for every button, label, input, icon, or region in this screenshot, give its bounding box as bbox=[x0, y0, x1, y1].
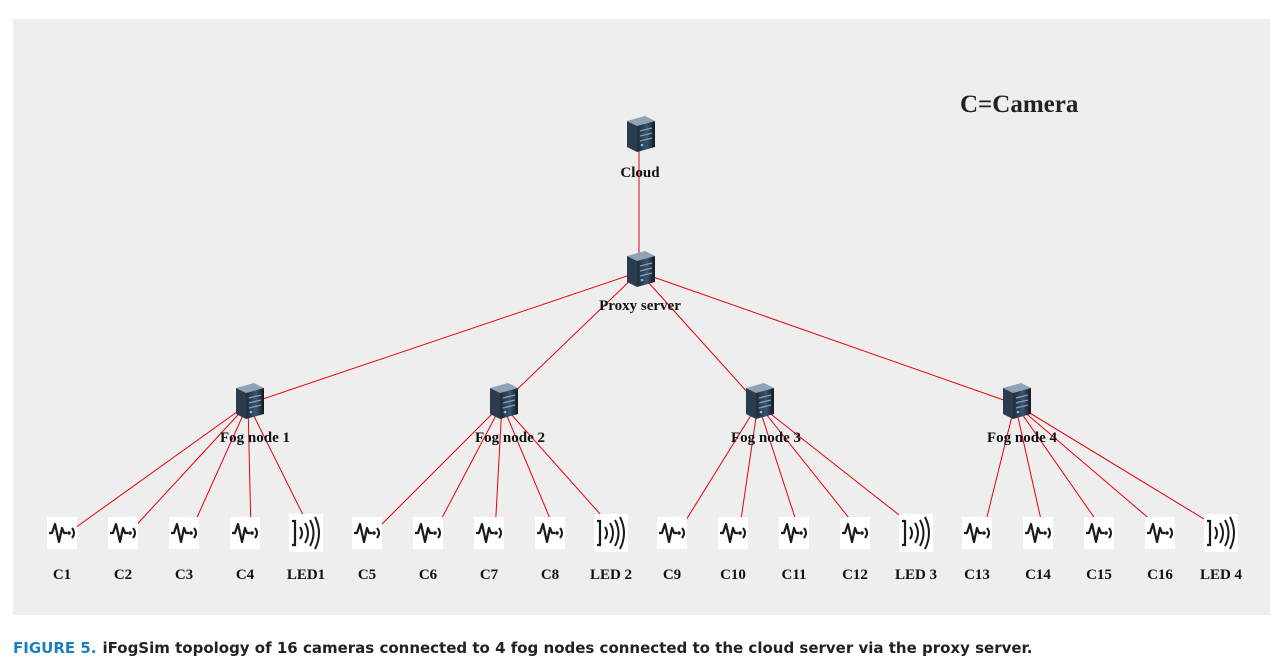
link-fog-1-device-1 bbox=[67, 403, 249, 534]
link-fog-1-device-2 bbox=[128, 403, 249, 534]
server-icon bbox=[626, 250, 656, 288]
link-proxy-fog-3 bbox=[638, 271, 759, 405]
camera-sensor-icon bbox=[228, 515, 262, 551]
link-fog-2-device-3 bbox=[494, 403, 503, 534]
fog-node-3-label: Fog node 3 bbox=[731, 430, 801, 446]
icon-layer bbox=[45, 115, 1240, 554]
device-label-c9: C9 bbox=[663, 567, 681, 583]
link-fog-4-device-2 bbox=[1014, 403, 1045, 534]
server-icon bbox=[235, 382, 265, 420]
camera-sensor-icon bbox=[350, 515, 384, 551]
camera-sensor-icon bbox=[45, 515, 79, 551]
camera-sensor-icon bbox=[106, 515, 140, 551]
link-proxy-fog-2 bbox=[501, 271, 640, 405]
camera-sensor-icon bbox=[838, 515, 872, 551]
led-actuator-icon bbox=[897, 512, 935, 554]
figure-caption-text: iFogSim topology of 16 cameras connected… bbox=[102, 639, 1033, 657]
camera-sensor-icon bbox=[777, 515, 811, 551]
server-icon bbox=[745, 382, 775, 420]
link-fog-1-device-4 bbox=[247, 403, 252, 534]
server-icon bbox=[626, 115, 656, 153]
device-label-c2: C2 bbox=[114, 567, 132, 583]
device-label-c5: C5 bbox=[358, 567, 376, 583]
device-label-c1: C1 bbox=[53, 567, 71, 583]
device-label-c6: C6 bbox=[419, 567, 438, 583]
device-label-c3: C3 bbox=[175, 567, 193, 583]
cloud-label: Cloud bbox=[620, 165, 660, 181]
camera-sensor-icon bbox=[167, 515, 201, 551]
link-fog-3-device-2 bbox=[738, 403, 759, 534]
link-proxy-fog-1 bbox=[247, 271, 640, 405]
camera-sensor-icon bbox=[411, 515, 445, 551]
device-label-led3: LED 3 bbox=[895, 567, 937, 583]
link-fog-1-device-5 bbox=[247, 403, 313, 534]
link-layer bbox=[67, 149, 1228, 534]
camera-sensor-icon bbox=[1082, 515, 1116, 551]
camera-sensor-icon bbox=[533, 515, 567, 551]
device-label-c15: C15 bbox=[1086, 567, 1112, 583]
fog-node-2-label: Fog node 2 bbox=[475, 430, 545, 446]
link-proxy-fog-4 bbox=[638, 271, 1016, 405]
camera-sensor-icon bbox=[655, 515, 689, 551]
camera-sensor-icon bbox=[472, 515, 506, 551]
device-label-c10: C10 bbox=[720, 567, 746, 583]
led-actuator-icon bbox=[287, 512, 325, 554]
camera-sensor-icon bbox=[1143, 515, 1177, 551]
link-fog-3-device-1 bbox=[677, 403, 759, 534]
link-fog-3-device-5 bbox=[757, 403, 923, 534]
link-fog-2-device-4 bbox=[501, 403, 557, 534]
device-label-led1: LED1 bbox=[287, 567, 325, 583]
device-label-c4: C4 bbox=[236, 567, 255, 583]
led-actuator-icon bbox=[592, 512, 630, 554]
figure-caption: FIGURE 5. iFogSim topology of 16 cameras … bbox=[13, 639, 1033, 657]
link-fog-4-device-4 bbox=[1014, 403, 1167, 534]
link-fog-3-device-3 bbox=[757, 403, 801, 534]
proxy-server-label: Proxy server bbox=[599, 298, 681, 314]
device-label-led4: LED 4 bbox=[1200, 567, 1243, 583]
server-icon bbox=[1002, 382, 1032, 420]
legend-text: C=Camera bbox=[960, 91, 1079, 118]
link-fog-4-device-1 bbox=[982, 403, 1016, 534]
device-label-c12: C12 bbox=[842, 567, 868, 583]
server-icon bbox=[489, 382, 519, 420]
link-fog-2-device-5 bbox=[501, 403, 618, 534]
device-label-c8: C8 bbox=[541, 567, 559, 583]
link-fog-3-device-4 bbox=[757, 403, 862, 534]
link-fog-2-device-1 bbox=[372, 403, 503, 534]
link-fog-1-device-3 bbox=[189, 403, 249, 534]
fog-node-1-label: Fog node 1 bbox=[220, 430, 290, 446]
figure-label: FIGURE 5. bbox=[13, 639, 97, 657]
device-label-c7: C7 bbox=[480, 567, 499, 583]
link-fog-4-device-5 bbox=[1014, 403, 1228, 534]
device-label-c16: C16 bbox=[1147, 567, 1173, 583]
link-fog-4-device-3 bbox=[1014, 403, 1106, 534]
led-actuator-icon bbox=[1202, 512, 1240, 554]
camera-sensor-icon bbox=[1021, 515, 1055, 551]
device-label-led2: LED 2 bbox=[590, 567, 632, 583]
device-label-c14: C14 bbox=[1025, 567, 1051, 583]
fog-node-4-label: Fog node 4 bbox=[987, 430, 1058, 446]
camera-sensor-icon bbox=[960, 515, 994, 551]
link-fog-2-device-2 bbox=[433, 403, 503, 534]
device-label-c13: C13 bbox=[964, 567, 990, 583]
camera-sensor-icon bbox=[716, 515, 750, 551]
device-label-c11: C11 bbox=[781, 567, 806, 583]
